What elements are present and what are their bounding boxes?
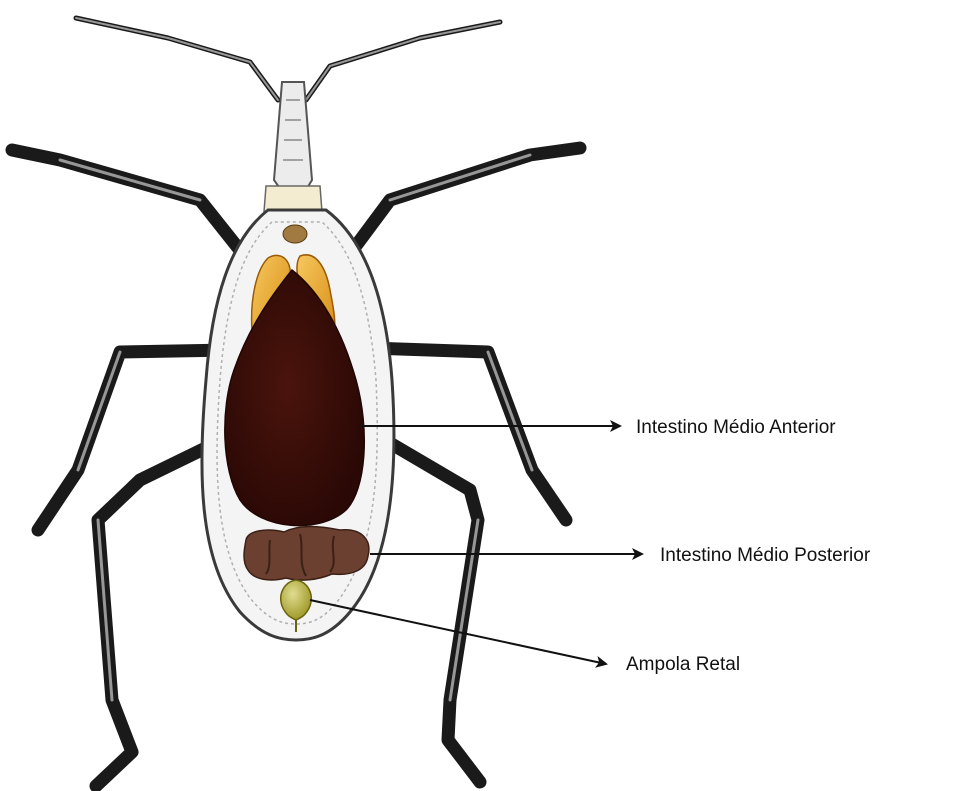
label-posterior-midgut: Intestino Médio Posterior xyxy=(660,545,871,566)
left-antenna xyxy=(76,18,278,100)
head-collar xyxy=(264,186,322,212)
labels: Intestino Médio Anterior Intestino Médio… xyxy=(626,417,871,675)
head xyxy=(264,82,322,212)
esophagus xyxy=(283,225,307,243)
label-anterior-midgut: Intestino Médio Anterior xyxy=(636,417,836,438)
posterior-midgut xyxy=(244,527,369,581)
front-left-leg xyxy=(12,150,262,278)
right-antenna xyxy=(306,22,500,100)
front-right-leg xyxy=(332,148,580,278)
label-rectal-ampulla: Ampola Retal xyxy=(626,654,740,675)
